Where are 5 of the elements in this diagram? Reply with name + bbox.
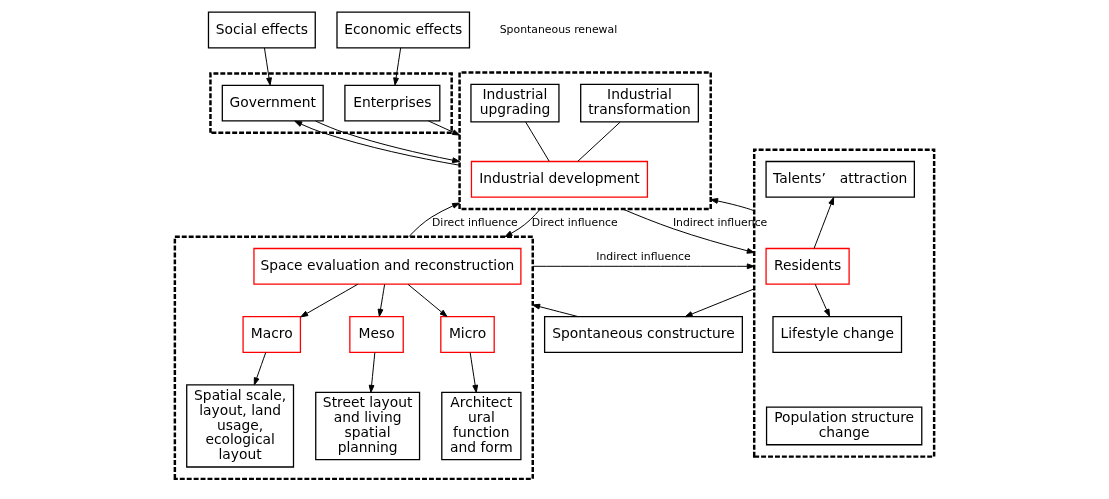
edge-label: Indirect influence <box>596 250 691 264</box>
edge-label: Indirect influence <box>672 215 768 229</box>
edge-label: Direct influence <box>531 215 618 229</box>
label: Spontaneous renewal <box>499 22 618 36</box>
edge-label: Direct influence <box>432 215 518 229</box>
